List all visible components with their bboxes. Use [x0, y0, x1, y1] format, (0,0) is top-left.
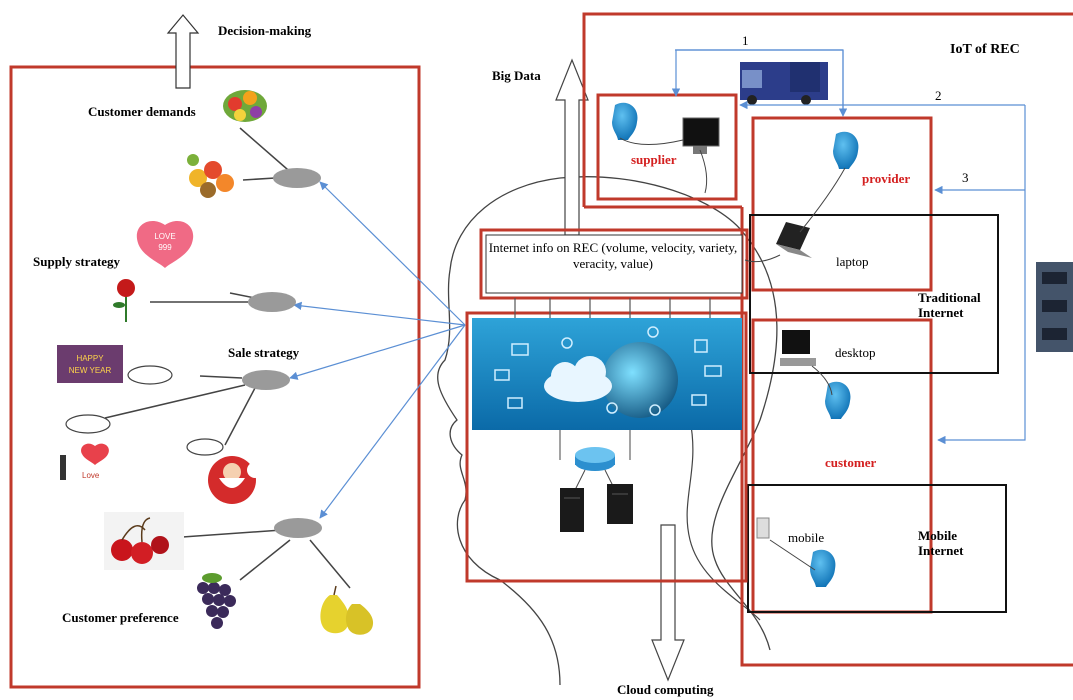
router-icon: [575, 447, 615, 471]
supplier-label: supplier: [631, 152, 677, 167]
desktop-icon: [780, 330, 816, 366]
customer-label: customer: [825, 455, 877, 470]
info-box-inner: [485, 234, 743, 294]
supply-strategy-label: Supply strategy: [33, 254, 121, 269]
flow-2-label: 2: [935, 88, 942, 103]
big-data-label: Big Data: [492, 68, 541, 83]
cloud-center-box: [465, 311, 748, 583]
rose-icon: [113, 279, 135, 322]
decision-making-label: Decision-making: [218, 23, 312, 38]
supplier-box: [596, 93, 738, 201]
desktop-label: desktop: [835, 345, 876, 360]
sale-strategy-label: Sale strategy: [228, 345, 300, 360]
left-strategy-frame: [9, 65, 421, 689]
preference-node: [274, 518, 322, 538]
fruit-basket-icon: [223, 90, 267, 122]
person-head-icon: [833, 131, 859, 169]
iot-label: IoT of REC: [950, 42, 1020, 57]
internet-info-label: Internet info on REC (volume, velocity, …: [488, 240, 738, 271]
traditional-internet-label: Traditional Internet: [918, 290, 981, 320]
provider-label: provider: [862, 171, 911, 186]
new-year-card-icon: HAPPY NEW YEAR: [57, 345, 123, 383]
sale-node: [242, 370, 290, 390]
traditional-internet-box: [749, 214, 999, 374]
cherries-icon: [104, 512, 184, 570]
customer-demands-label: Customer demands: [88, 104, 196, 119]
server-rack-icon: [1036, 262, 1073, 352]
svg-text:HAPPY: HAPPY: [76, 354, 104, 363]
big-data-arrow: [555, 58, 589, 236]
santa-icon: [208, 456, 263, 504]
computer-monitor-icon: [682, 117, 720, 154]
flow-1-label: 1: [742, 33, 749, 48]
mobile-internet-label: Mobile Internet: [918, 528, 964, 558]
laptop-label: laptop: [836, 254, 869, 269]
svg-text:999: 999: [158, 243, 172, 252]
love-cake-icon: LOVE 999: [136, 221, 194, 268]
provider-box: [751, 116, 933, 292]
mobile-phone-icon: [756, 517, 770, 539]
head-inner-curve: [686, 419, 761, 621]
laptop-icon: [776, 222, 812, 258]
person-head-icon: [612, 102, 638, 140]
valentine-icon: Love: [60, 443, 109, 480]
mobile-label: mobile: [788, 530, 825, 545]
customer-preference-label: Customer preference: [62, 610, 179, 625]
cloud-computing-label: Cloud computing: [617, 682, 714, 697]
flow-3-label: 3: [962, 170, 969, 185]
person-head-icon: [810, 549, 836, 587]
info-box-outer: [479, 228, 749, 300]
grapes-icon: [197, 573, 236, 629]
cloud-network-icon: [472, 318, 742, 430]
supply-node: [248, 292, 296, 312]
decision-arrow: [166, 14, 200, 89]
pears-icon: [320, 585, 374, 635]
svg-text:Love: Love: [82, 471, 100, 480]
truck-icon: [740, 62, 828, 105]
svg-text:LOVE: LOVE: [154, 232, 175, 241]
fruit-pile-icon: [187, 154, 234, 198]
server-tower-icon: [560, 484, 633, 532]
mobile-internet-box: [747, 484, 1007, 613]
person-head-icon: [825, 381, 851, 419]
demand-node: [273, 168, 321, 188]
cloud-computing-arrow: [651, 524, 685, 682]
svg-text:NEW YEAR: NEW YEAR: [69, 366, 112, 375]
